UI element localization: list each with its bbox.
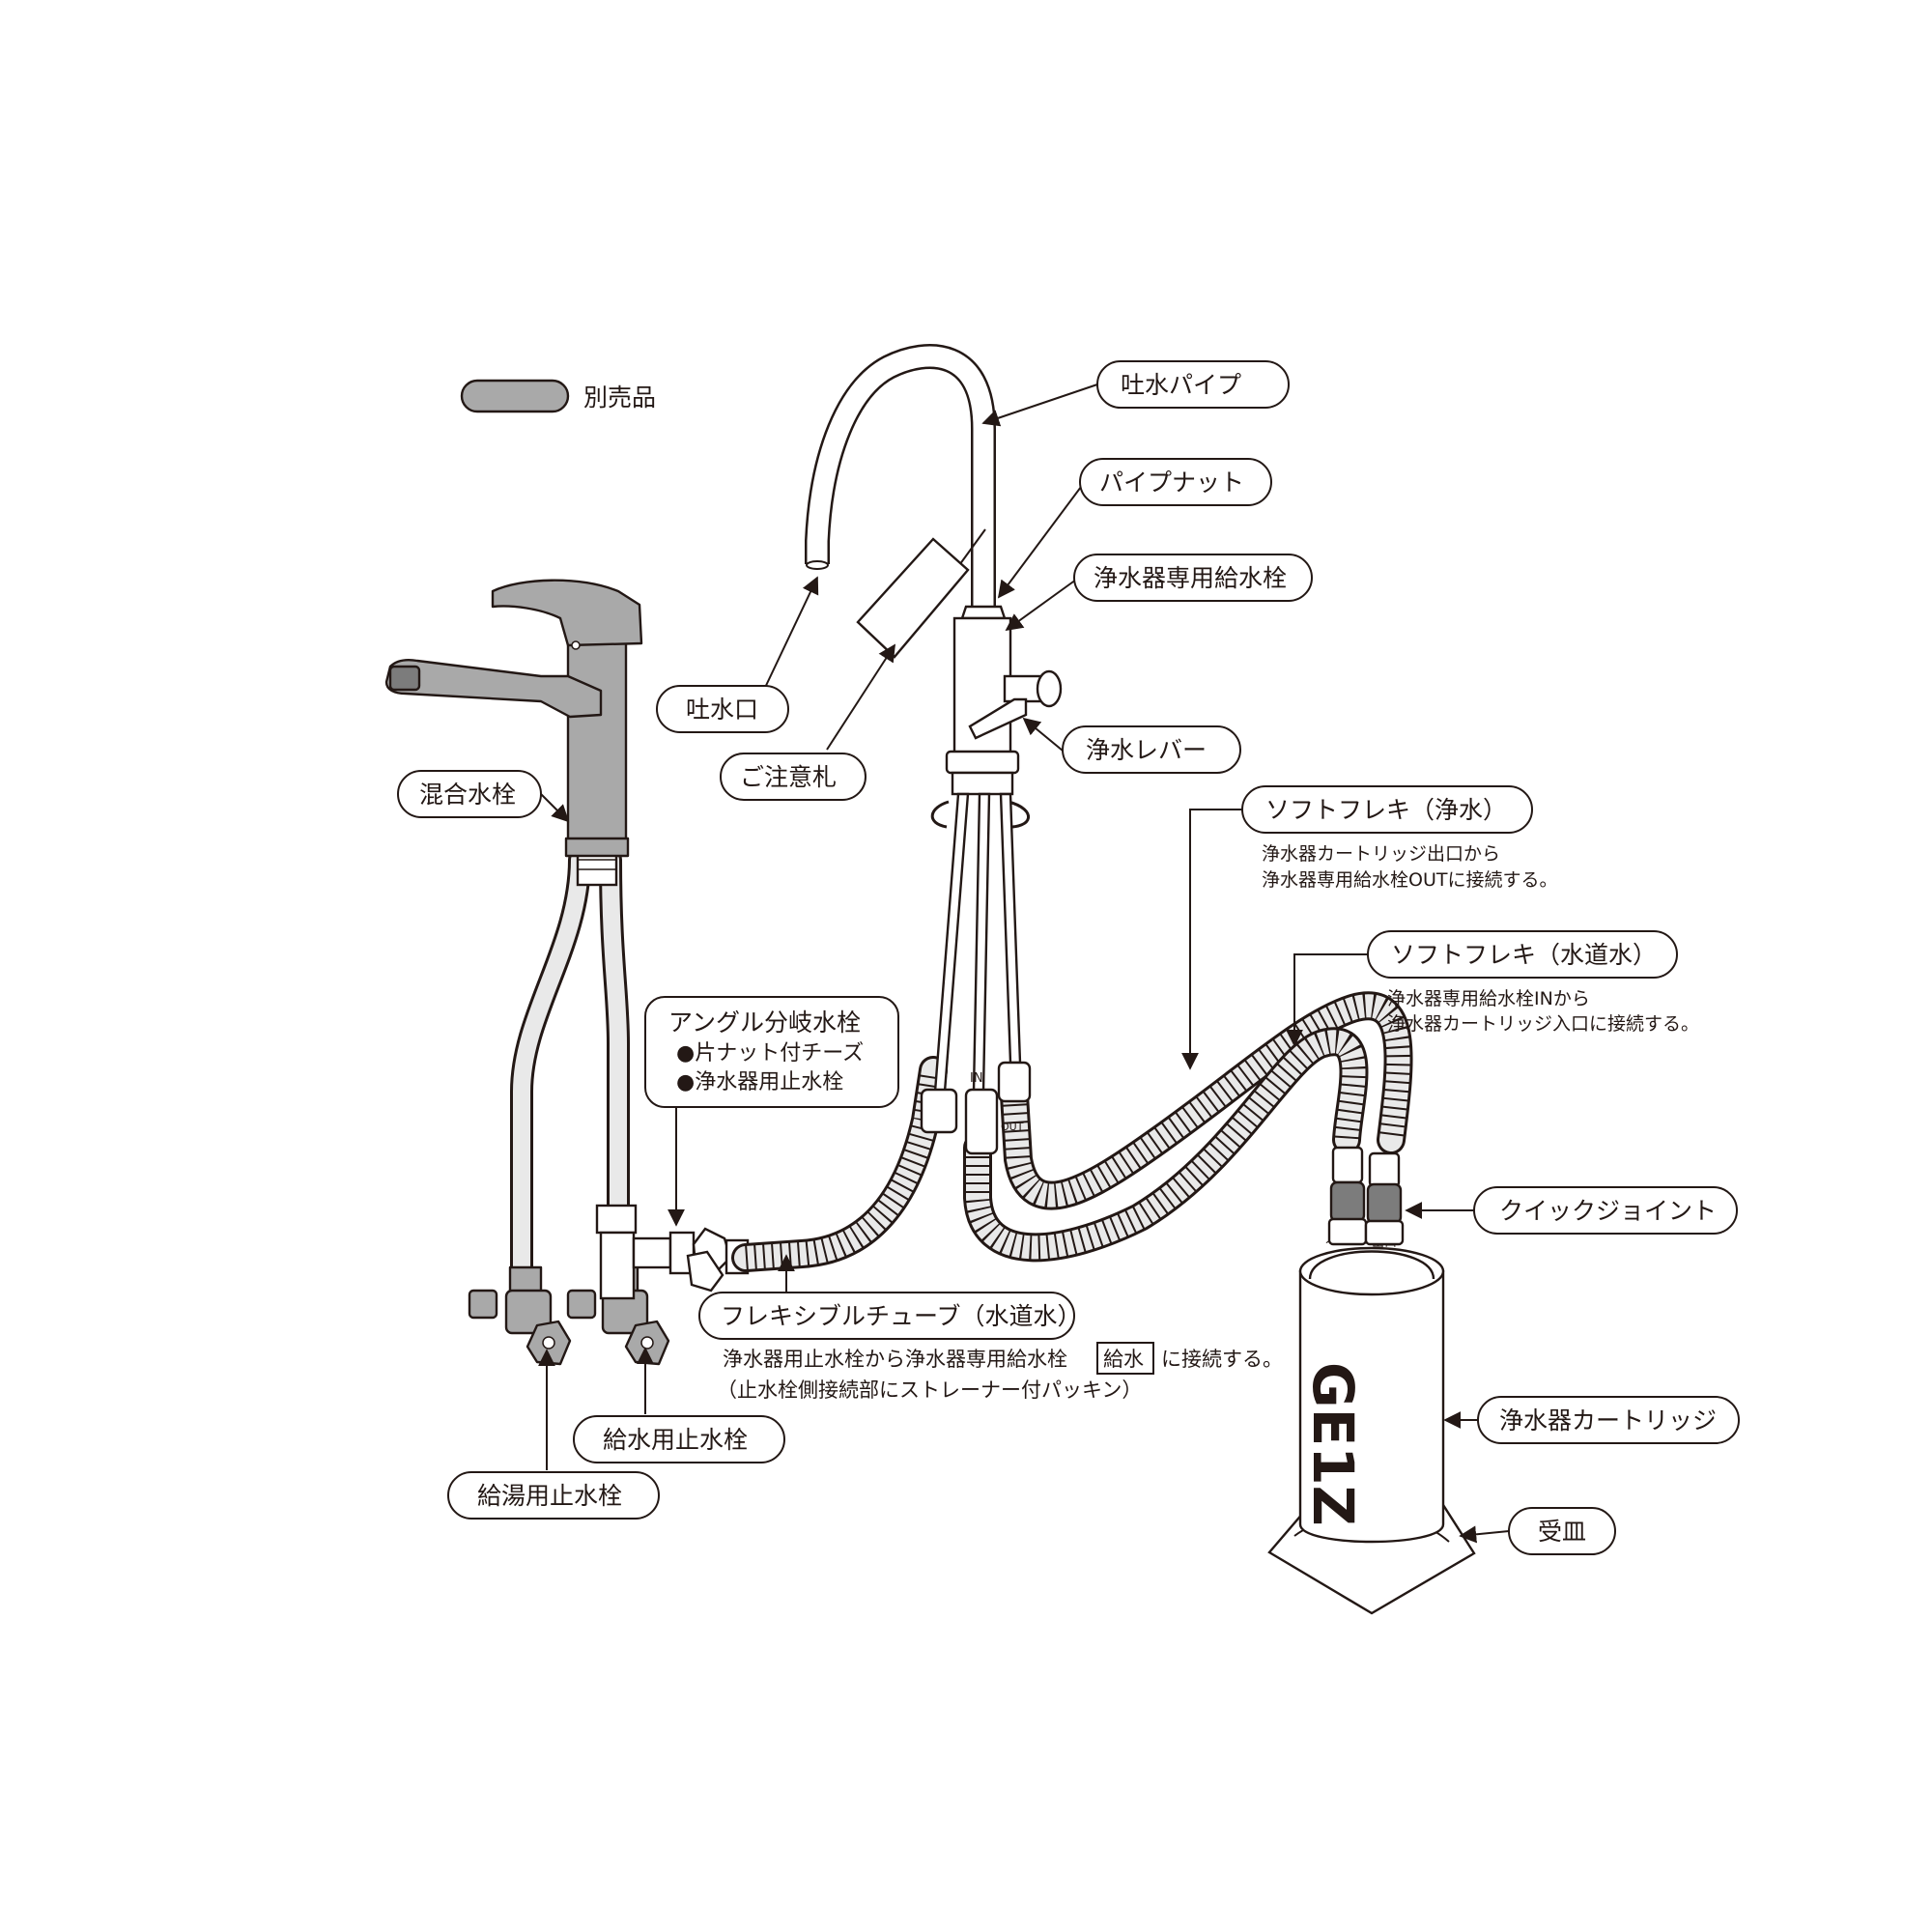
label-quick-joint-text: クイックジョイント (1499, 1197, 1717, 1225)
note-flexible-tube: 浄水器用止水栓から浄水器専用給水栓 給水 に接続する。 （止水栓側接続部にストレ… (717, 1342, 1283, 1402)
note-flex-line2: （止水栓側接続部にストレーナー付パッキン） (717, 1378, 1142, 1402)
label-hot-stop-valve-text: 給湯用止水栓 (477, 1482, 622, 1510)
label-purifier-lever: 浄水レバー (1062, 725, 1241, 774)
label-quick-joint: クイックジョイント (1473, 1186, 1738, 1235)
label-angle-valve: アングル分岐水栓 ●片ナット付チーズ ●浄水器用止水栓 (644, 996, 899, 1108)
note-flex-pre: 浄水器用止水栓から浄水器専用給水栓 (723, 1348, 1067, 1371)
label-caution-tag-text: ご注意札 (740, 763, 837, 791)
note-flex-boxed: 給水 (1103, 1348, 1144, 1371)
legend-label: 別売品 (583, 384, 656, 412)
label-cold-stop-valve: 給水用止水栓 (573, 1415, 785, 1463)
label-flexible-tube: フレキシブルチューブ（水道水） (698, 1292, 1082, 1340)
note-flex-post: に接続する。 (1161, 1348, 1283, 1371)
label-purifier-tap-text: 浄水器専用給水栓 (1094, 564, 1287, 592)
label-hot-stop-valve: 給湯用止水栓 (447, 1471, 660, 1520)
soft-flex-tap-drawing (963, 1027, 1369, 1263)
label-spout-pipe: 吐水パイプ (1096, 360, 1290, 409)
label-angle-valve-title: アングル分岐水栓 (668, 1009, 861, 1037)
label-purifier-tap: 浄水器専用給水栓 (1073, 554, 1313, 602)
note-purified-line1: 浄水器カートリッジ出口から (1262, 843, 1500, 865)
cartridge-model: GE1Z (1300, 1362, 1366, 1526)
angle-branch-valve-drawing (595, 1204, 750, 1300)
flexible-tube-drawing (731, 1056, 948, 1272)
label-angle-valve-item-2: ●浄水器用止水栓 (676, 1070, 843, 1094)
label-soft-flex-tap: ソフトフレキ（水道水） (1367, 930, 1678, 979)
note-purified-line2: 浄水器専用給水栓OUTに接続する。 (1262, 869, 1557, 891)
label-purifier-lever-text: 浄水レバー (1086, 736, 1207, 764)
mixing-faucet-drawing (384, 579, 643, 1287)
label-mixing-faucet: 混合水栓 (397, 770, 542, 818)
label-spout-outlet-text: 吐水口 (686, 696, 758, 724)
fitting-mark-out: OUT (1001, 1121, 1024, 1133)
label-spout-pipe-text: 吐水パイプ (1121, 371, 1241, 399)
label-soft-flex-purified-text: ソフトフレキ（浄水） (1265, 796, 1507, 824)
label-spout-outlet: 吐水口 (656, 685, 789, 733)
label-tray: 受皿 (1508, 1507, 1616, 1555)
hot-stop-valve-drawing (468, 1265, 572, 1366)
label-flexible-tube-text: フレキシブルチューブ（水道水） (721, 1302, 1082, 1330)
purifier-tap-drawing: IN OUT (805, 344, 1063, 1155)
label-mixing-faucet-text: 混合水栓 (419, 781, 516, 809)
label-tray-text: 受皿 (1538, 1518, 1586, 1546)
label-soft-flex-purified: ソフトフレキ（浄水） (1241, 785, 1533, 834)
label-caution-tag: ご注意札 (720, 753, 867, 801)
legend-swatch (460, 379, 570, 413)
note-tap-line2: 浄水器カートリッジ入口に接続する。 (1387, 1013, 1699, 1035)
legend: 別売品 (460, 379, 656, 413)
label-soft-flex-tap-text: ソフトフレキ（水道水） (1391, 941, 1657, 969)
label-angle-valve-item-1: ●片ナット付チーズ (676, 1041, 864, 1065)
note-tap-line1: 浄水器専用給水栓INから (1387, 988, 1590, 1009)
leader-lines (538, 384, 1510, 1544)
cartridge-drawing: GE1Z 入口 出口 (1267, 1146, 1476, 1615)
fitting-mark-in: IN (970, 1071, 983, 1086)
label-cold-stop-valve-text: 給水用止水栓 (603, 1426, 748, 1454)
label-cartridge: 浄水器カートリッジ (1477, 1396, 1740, 1444)
label-pipe-nut-text: パイプナット (1099, 469, 1244, 497)
label-pipe-nut: パイプナット (1079, 458, 1272, 506)
label-cartridge-text: 浄水器カートリッジ (1499, 1406, 1717, 1435)
soft-flex-purified-drawing (1000, 991, 1413, 1210)
